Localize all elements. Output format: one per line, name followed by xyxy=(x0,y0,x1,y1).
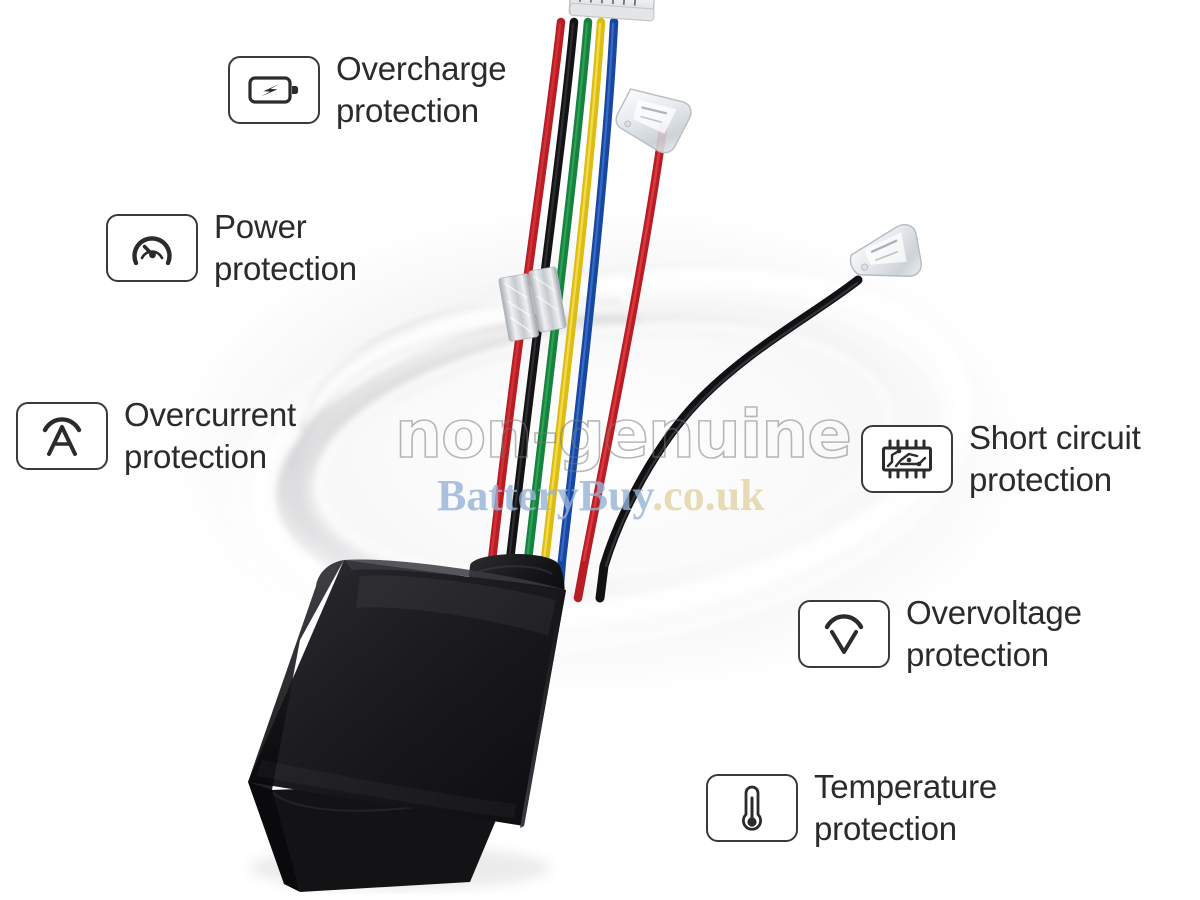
red-sense-wire xyxy=(573,123,668,603)
overcurrent-icon-box[interactable] xyxy=(16,402,108,470)
watermark-tld-text: .co.uk xyxy=(652,471,765,520)
feature-overcurrent-protection[interactable]: Overcurrent protection xyxy=(16,394,296,478)
gauge-icon xyxy=(129,225,175,271)
thermometer-icon xyxy=(737,784,767,832)
overvoltage-label: Overvoltage protection xyxy=(906,594,1082,673)
clear-red-connector xyxy=(615,88,692,154)
watermark-brand-text: BatteryBuy xyxy=(437,471,653,520)
feature-power-protection[interactable]: Power protection xyxy=(106,206,357,290)
power-label: Power protection xyxy=(214,208,357,287)
wire-boot xyxy=(469,553,565,636)
overcharge-icon-box[interactable] xyxy=(228,56,320,124)
chip-circuit-icon xyxy=(879,438,935,480)
battery-bolt-icon xyxy=(248,73,300,107)
temperature-icon-box[interactable] xyxy=(706,774,798,842)
battery-pack-body xyxy=(248,559,566,892)
volt-arc-icon xyxy=(821,612,867,656)
clear-black-connector xyxy=(849,224,922,277)
feature-overvoltage-protection[interactable]: Overvoltage protection xyxy=(798,592,1082,676)
temperature-label: Temperature protection xyxy=(814,768,998,847)
jst-ribbon-connector xyxy=(568,0,656,22)
overcurrent-label: Overcurrent protection xyxy=(124,396,297,475)
black-sense-wire xyxy=(595,275,863,603)
watermark-non-genuine: non-genuine xyxy=(394,395,853,474)
shortcircuit-label: Short circuit protection xyxy=(969,419,1141,498)
overvoltage-icon-box[interactable] xyxy=(798,600,890,668)
feature-temperature-protection[interactable]: Temperature protection xyxy=(706,766,997,850)
watermark-brand: BatteryBuy.co.uk xyxy=(437,470,765,521)
shortcircuit-icon-box[interactable] xyxy=(861,425,953,493)
ampere-arc-icon xyxy=(39,414,85,458)
feature-short-circuit-protection[interactable]: Short circuit protection xyxy=(861,417,1141,501)
overcharge-label: Overcharge protection xyxy=(336,50,507,129)
feature-overcharge-protection[interactable]: Overcharge protection xyxy=(228,48,507,132)
power-icon-box[interactable] xyxy=(106,214,198,282)
wire-harness xyxy=(484,17,619,601)
